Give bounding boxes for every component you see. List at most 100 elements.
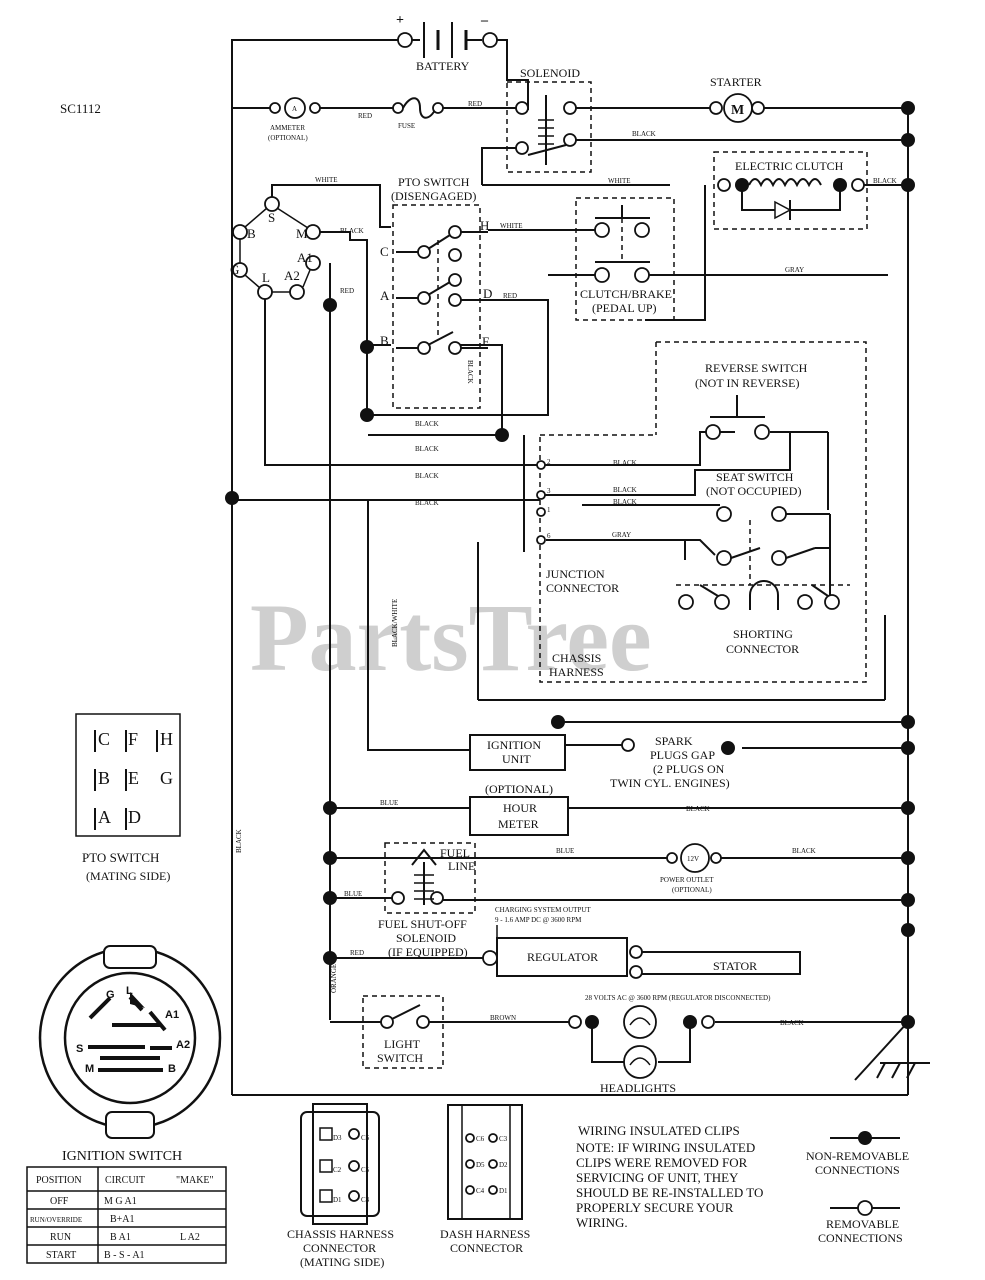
svg-text:OFF: OFF [50, 1196, 69, 1207]
svg-text:BLACK: BLACK [415, 499, 439, 507]
svg-text:B - S - A1: B - S - A1 [104, 1250, 145, 1261]
svg-text:H: H [160, 729, 173, 749]
main-wiring [231, 39, 930, 1096]
svg-text:WHITE: WHITE [608, 177, 631, 185]
svg-text:PTO SWITCH: PTO SWITCH [82, 850, 159, 865]
svg-text:SERVICING OF UNIT, THEY: SERVICING OF UNIT, THEY [576, 1170, 739, 1185]
svg-text:C: C [380, 244, 389, 259]
starter: M STARTER [709, 75, 765, 123]
svg-text:BLUE: BLUE [556, 847, 574, 855]
svg-text:BLACK: BLACK [632, 130, 656, 138]
svg-text:(DISENGAGED): (DISENGAGED) [391, 189, 476, 203]
svg-text:D2: D2 [499, 1161, 508, 1169]
svg-text:REMOVABLE: REMOVABLE [826, 1217, 899, 1231]
svg-text:12V: 12V [687, 855, 699, 863]
seat-switch-label: SEAT SWITCH [716, 470, 794, 484]
light-switch: LIGHT SWITCH [362, 995, 444, 1069]
svg-text:SHOULD BE RE-INSTALLED TO: SHOULD BE RE-INSTALLED TO [576, 1185, 763, 1200]
spark-plugs: SPARK PLUGS GAP (2 PLUGS ON TWIN CYL. EN… [610, 734, 735, 790]
svg-text:A: A [98, 807, 111, 827]
svg-text:CONNECTIONS: CONNECTIONS [818, 1231, 903, 1245]
fuel-shutoff-solenoid: FUEL LINE FUEL SHUT-OFF SOLENOID (IF EQU… [378, 842, 476, 959]
svg-text:L: L [126, 985, 133, 997]
chassis-harness-label: CHASSIS [552, 651, 601, 665]
svg-text:RED: RED [358, 112, 372, 120]
svg-text:D1: D1 [333, 1196, 342, 1204]
svg-text:RUN/OVERRIDE: RUN/OVERRIDE [30, 1216, 82, 1224]
svg-text:NOTE: IF WIRING INSULATED: NOTE: IF WIRING INSULATED [576, 1140, 755, 1155]
svg-text:HARNESS: HARNESS [549, 665, 604, 679]
solenoid: SOLENOID [506, 66, 592, 173]
junction-connector-label: JUNCTION [546, 567, 605, 581]
svg-text:BLACK: BLACK [415, 445, 439, 453]
wire-labels: RED RED BLACK WHITE WHITE BLACK WHITE BL… [235, 100, 897, 1027]
svg-text:CONNECTOR: CONNECTOR [450, 1241, 523, 1255]
svg-text:WHITE: WHITE [315, 176, 338, 184]
nonremovable-symbol [858, 1131, 872, 1145]
svg-text:+: + [396, 13, 404, 28]
svg-text:D: D [128, 807, 141, 827]
ignition-unit: IGNITION UNIT [469, 734, 566, 771]
svg-text:DASH HARNESS: DASH HARNESS [440, 1227, 530, 1241]
svg-text:C6: C6 [476, 1135, 485, 1143]
svg-text:1: 1 [547, 506, 551, 514]
svg-text:ORANGE: ORANGE [330, 964, 338, 993]
svg-text:BLUE: BLUE [344, 890, 362, 898]
svg-text:C3: C3 [499, 1135, 508, 1143]
svg-text:(OPTIONAL): (OPTIONAL) [672, 886, 712, 894]
electric-clutch: ELECTRIC CLUTCH [713, 151, 868, 230]
ignition-switch-table: POSITION CIRCUIT "MAKE" OFF M G A1 RUN/O… [26, 1166, 227, 1264]
clutch-brake-label: CLUTCH/BRAKE [580, 287, 672, 301]
svg-text:A1: A1 [297, 250, 313, 265]
power-outlet: 12V POWER OUTLET (OPTIONAL) [660, 843, 722, 894]
svg-text:G: G [106, 989, 115, 1001]
svg-text:C: C [98, 729, 110, 749]
svg-text:POWER OUTLET: POWER OUTLET [660, 876, 714, 884]
svg-text:RED: RED [350, 949, 364, 957]
svg-text:FUEL: FUEL [440, 846, 470, 860]
legend: NON-REMOVABLE CONNECTIONS REMOVABLE CONN… [806, 1131, 909, 1245]
pto-switch: PTO SWITCH (DISENGAGED) C H A D B E [380, 175, 492, 409]
svg-text:A1: A1 [165, 1009, 179, 1021]
svg-text:C2: C2 [333, 1166, 342, 1174]
headlights: HEADLIGHTS [568, 1005, 715, 1095]
svg-text:WIRING INSULATED CLIPS: WIRING INSULATED CLIPS [578, 1123, 740, 1138]
svg-text:A2: A2 [284, 268, 300, 283]
svg-text:A: A [380, 288, 390, 303]
regulator: CHARGING SYSTEM OUTPUT 9 - 1.6 AMP DC @ … [482, 906, 643, 979]
connection-dots [225, 101, 915, 1029]
chassis-harness-connector: D3 C6 C2 C5 D1 C4 CHASSIS HARNESS CONNEC… [287, 1103, 394, 1269]
ammeter-label: AMMETER [270, 124, 305, 132]
svg-text:"MAKE": "MAKE" [176, 1175, 214, 1186]
svg-text:BLACK: BLACK [780, 1019, 804, 1027]
svg-text:9 - 1.6 AMP DC @ 3600 RPM: 9 - 1.6 AMP DC @ 3600 RPM [495, 916, 582, 924]
wiring-note: WIRING INSULATED CLIPS NOTE: IF WIRING I… [576, 1123, 763, 1230]
svg-text:3: 3 [547, 487, 551, 495]
stator: STATOR 28 VOLTS AC @ 3600 RPM (REGULATOR… [585, 951, 801, 1002]
svg-text:CONNECTOR: CONNECTOR [303, 1241, 376, 1255]
svg-text:GRAY: GRAY [785, 266, 804, 274]
svg-text:–: – [480, 13, 489, 28]
svg-text:G: G [230, 262, 239, 277]
electric-clutch-label: ELECTRIC CLUTCH [735, 159, 844, 173]
svg-text:M G A1: M G A1 [104, 1196, 137, 1207]
svg-text:CONNECTIONS: CONNECTIONS [815, 1163, 900, 1177]
svg-text:UNIT: UNIT [502, 752, 531, 766]
solenoid-label: SOLENOID [520, 66, 580, 80]
battery-label: BATTERY [416, 59, 470, 73]
svg-text:RED: RED [468, 100, 482, 108]
svg-text:METER: METER [498, 817, 539, 831]
svg-text:CIRCUIT: CIRCUIT [105, 1175, 145, 1186]
svg-text:F: F [128, 729, 138, 749]
battery: + – BATTERY [396, 13, 498, 73]
svg-text:REGULATOR: REGULATOR [527, 950, 598, 964]
shorting-connector-label: SHORTING [733, 627, 793, 641]
svg-text:BLACK: BLACK [613, 459, 637, 467]
svg-text:BLACK/WHITE: BLACK/WHITE [391, 599, 399, 647]
svg-text:28 VOLTS AC @ 3600 RPM (REGULA: 28 VOLTS AC @ 3600 RPM (REGULATOR DISCON… [585, 994, 771, 1002]
interlock-region: REVERSE SWITCH (NOT IN REVERSE) SEAT SWI… [477, 341, 886, 701]
svg-text:BLACK: BLACK [613, 498, 637, 506]
svg-text:C6: C6 [361, 1134, 370, 1142]
svg-text:M: M [296, 226, 308, 241]
diagram-code: SC1112 [60, 101, 101, 116]
